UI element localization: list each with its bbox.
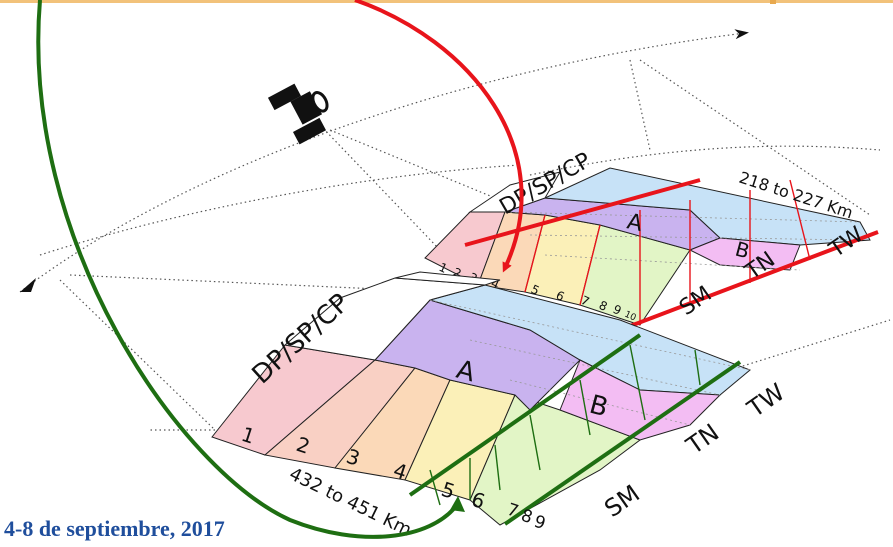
lower-swath: DP/SP/CP 432 to 451 Km A B TW TN SM 1 2 … bbox=[211, 271, 790, 541]
lower-beam-number: 9 bbox=[531, 512, 547, 534]
upper-cell-a: A bbox=[625, 209, 645, 237]
top-accent-bar bbox=[0, 0, 893, 3]
lower-beam-divider bbox=[579, 379, 591, 436]
lower-band-white-2 bbox=[394, 271, 501, 286]
red-callout-arrow bbox=[354, 0, 524, 273]
lower-green-bottom-line bbox=[503, 360, 742, 526]
lower-green-top-line bbox=[408, 333, 642, 497]
satellite-icon bbox=[267, 83, 329, 145]
lower-mode-sm: SM bbox=[599, 479, 645, 523]
upper-red-bottom-line bbox=[624, 230, 879, 330]
lower-mode-tw: TW bbox=[742, 378, 790, 424]
upper-cell-b: B bbox=[733, 237, 752, 264]
upper-band-blue bbox=[543, 167, 871, 246]
upper-right-arc bbox=[529, 145, 881, 176]
green-arrowhead bbox=[450, 496, 465, 512]
lower-beam-divider bbox=[429, 469, 441, 506]
lower-right-arc bbox=[729, 319, 891, 371]
nadir-line-1 bbox=[319, 124, 441, 251]
left-orbit-arrowhead bbox=[20, 278, 36, 292]
lower-beam-divider bbox=[694, 349, 701, 386]
date-label: 4-8 de septiembre, 2017 bbox=[4, 516, 225, 541]
upper-beam-divider bbox=[579, 224, 601, 306]
inner-orbit-arc bbox=[39, 164, 521, 256]
lower-beam-divider bbox=[529, 414, 541, 471]
outer-orbit-arc bbox=[19, 29, 749, 293]
nadir-line-3 bbox=[629, 59, 651, 151]
upper-beam-number: 10 bbox=[623, 310, 638, 324]
upper-mode-sm: SM bbox=[675, 282, 716, 321]
nadir-line-6 bbox=[69, 274, 401, 291]
upper-beam-divider bbox=[789, 179, 811, 261]
lower-beam-divider bbox=[629, 344, 646, 421]
upper-beam-divider bbox=[524, 214, 546, 293]
nadir-line-2 bbox=[329, 129, 501, 201]
nadir-line-4 bbox=[639, 59, 871, 216]
nadir-line-5 bbox=[59, 279, 216, 431]
lower-beam-divider bbox=[494, 444, 501, 491]
upper-red-top-line bbox=[464, 178, 701, 247]
top-accent-segment bbox=[770, 0, 776, 4]
upper-band-b bbox=[688, 237, 801, 271]
green-callout-arrow bbox=[36, 0, 459, 539]
upper-band-white bbox=[468, 171, 562, 213]
